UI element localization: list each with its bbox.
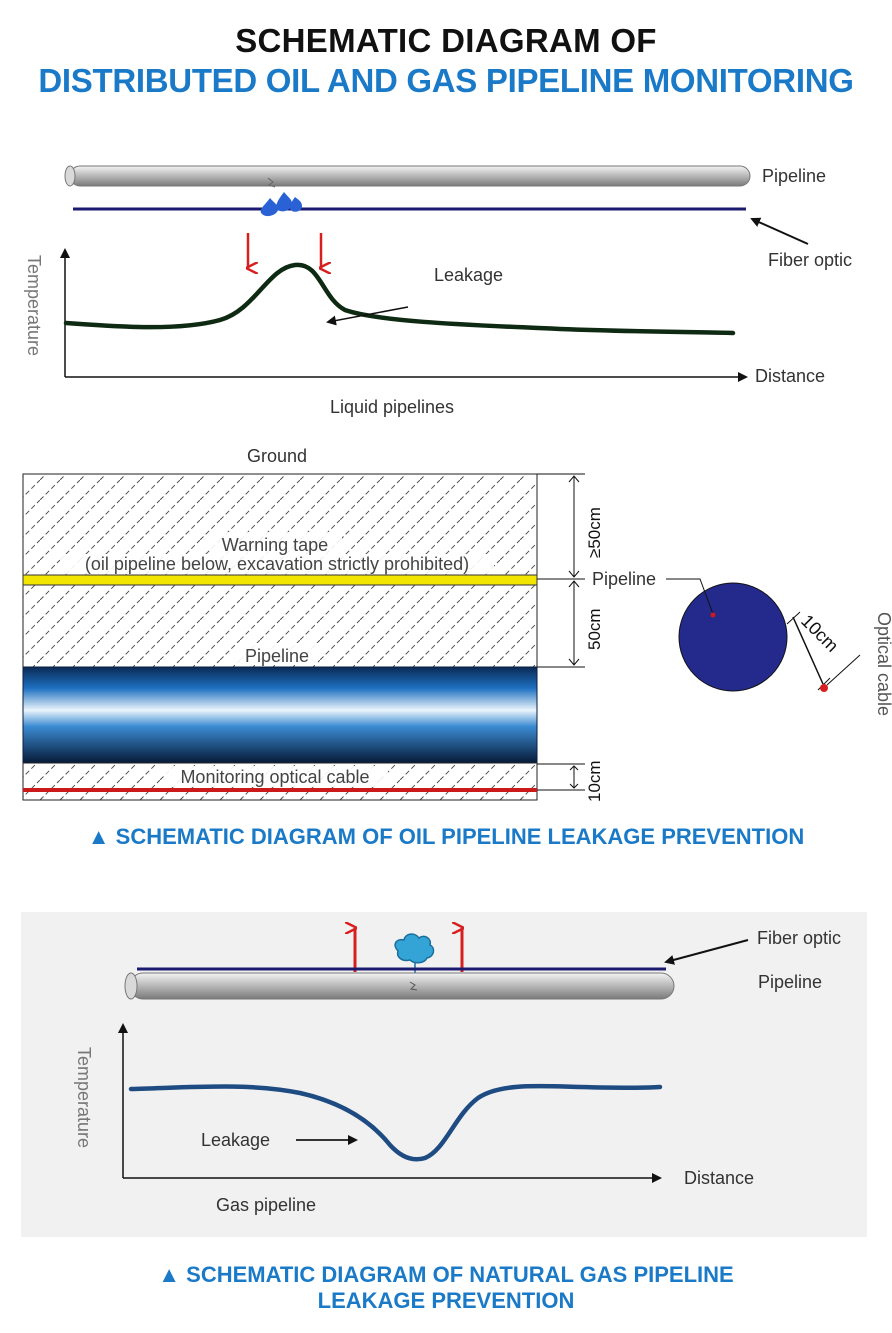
side-pipeline-circle: [678, 582, 788, 692]
text-mask-pipeline: [236, 643, 318, 665]
gas-leakage-label: Leakage: [201, 1130, 270, 1150]
monitoring-cable: [23, 788, 537, 792]
dimension-markers: [537, 473, 585, 791]
side-cable-leader: [826, 654, 861, 686]
liquid-x-axis-label: Distance: [755, 366, 825, 386]
warning-tape: [22, 574, 538, 586]
dim-mid-label: 50cm: [585, 608, 604, 650]
liquid-leakage-label: Leakage: [434, 265, 503, 285]
dim-top-label: ≥50cm: [585, 507, 604, 558]
liquid-pipeline-label: Pipeline: [762, 166, 826, 186]
text-mask-tape-a: [210, 532, 342, 554]
gas-pipeline-end: [124, 972, 138, 1000]
gas-caption-line1: ▲ SCHEMATIC DIAGRAM OF NATURAL GAS PIPEL…: [158, 1262, 734, 1287]
side-distance-label: 10cm: [797, 611, 842, 656]
liquid-pipeline-body: [69, 165, 751, 187]
gas-diagram-caption: ▲ SCHEMATIC DIAGRAM OF NATURAL GAS PIPEL…: [0, 1262, 892, 1314]
side-pipeline-leader: [666, 578, 714, 615]
gas-cloud-icon: [394, 933, 435, 973]
side-pipeline-label: Pipeline: [592, 569, 656, 589]
fiber-pointer-arrow: [750, 217, 809, 245]
gas-temperature-curve: [128, 1083, 663, 1162]
leak-droplets-icon: [260, 192, 302, 217]
warning-tape-label-line1: Warning tape: [222, 535, 328, 555]
side-cable-label: Optical cable: [874, 612, 892, 716]
dim-bottom-label: 10cm: [585, 760, 604, 802]
liquid-fiber-label: Fiber optic: [768, 250, 852, 270]
gas-pipeline-body: [129, 972, 675, 1000]
side-distance-line: [792, 616, 824, 685]
gas-fiber-label: Fiber optic: [757, 928, 841, 948]
text-mask-cable: [164, 766, 388, 787]
section-pipeline: [22, 666, 538, 764]
cross-section: Ground Warning tape (oil pipeline below,…: [22, 446, 892, 802]
section-pipeline-label: Pipeline: [245, 646, 309, 666]
liquid-temperature-curve: [63, 262, 736, 336]
text-mask-tape-b: [60, 554, 494, 574]
gas-fiber-pointer-arrow: [664, 939, 749, 965]
gas-crack-icon: [409, 981, 418, 991]
side-optical-cable-dot: [820, 684, 828, 692]
gas-diagram: Fiber optic Pipeline Temperature Distanc…: [21, 912, 867, 1237]
liquid-pipeline-end: [64, 165, 76, 187]
side-pipeline-center-dot: [710, 612, 716, 618]
leakage-pointer-arrow: [326, 306, 409, 326]
ground-label: Ground: [247, 446, 307, 466]
monitoring-cable-label: Monitoring optical cable: [180, 767, 369, 787]
gas-subtitle: Gas pipeline: [216, 1195, 316, 1215]
warning-tape-label-line2: (oil pipeline below, excavation strictly…: [85, 554, 469, 574]
gas-x-axis-label: Distance: [684, 1168, 754, 1188]
liquid-subtitle: Liquid pipelines: [330, 397, 454, 417]
oil-diagram-caption: ▲ SCHEMATIC DIAGRAM OF OIL PIPELINE LEAK…: [87, 824, 805, 849]
gas-pipeline-label: Pipeline: [758, 972, 822, 992]
gas-panel-background: [21, 912, 867, 1237]
liquid-y-axis-label: Temperature: [24, 255, 44, 356]
crack-icon: [267, 177, 276, 188]
page-title-line2: DISTRIBUTED OIL AND GAS PIPELINE MONITOR…: [38, 62, 854, 99]
page-title-line1: SCHEMATIC DIAGRAM OF: [235, 22, 657, 59]
gas-y-axis-label: Temperature: [74, 1047, 94, 1148]
liquid-diagram: Pipeline Fiber optic Temperature Distanc…: [24, 165, 852, 417]
gas-caption-line2: LEAKAGE PREVENTION: [317, 1288, 575, 1313]
